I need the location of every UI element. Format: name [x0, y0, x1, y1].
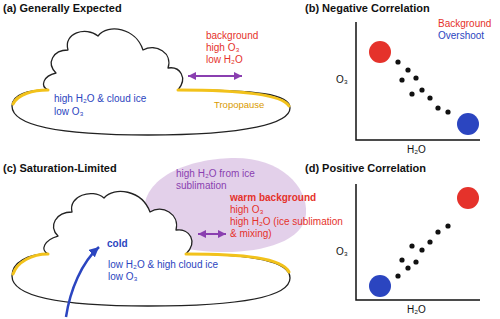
axis-label: H₂O [407, 144, 426, 156]
background-annotation: background [206, 30, 258, 42]
legend-color: Overshoot [438, 30, 484, 42]
plume-annotation: high H₂O from ice sublimation [176, 168, 276, 192]
axis-label: O₃ [336, 74, 348, 86]
data-point [435, 229, 440, 234]
data-point [395, 59, 400, 64]
cloud-annotation: low O₃ [54, 106, 84, 118]
data-point [409, 91, 414, 96]
panel-label: (a) Generally Expected [3, 2, 122, 14]
tropopause-line [186, 254, 289, 272]
background-annotation: high O₃ [206, 42, 240, 54]
overshoot-point [457, 113, 479, 135]
background-annotation: warm background [230, 192, 316, 204]
data-point [419, 87, 424, 92]
data-point [445, 109, 450, 114]
mixing-arrow [188, 75, 242, 77]
panel-label: (c) Saturation-Limited [3, 162, 117, 174]
mixing-arrow [198, 233, 226, 235]
legend-entry: Overshoot [438, 30, 484, 42]
data-point [413, 259, 418, 264]
updraft-arrow [66, 247, 99, 317]
overshoot-cloud-outline [12, 191, 290, 306]
background-annotation: low H₂O [206, 54, 243, 66]
background-annotation: high O₃ [230, 204, 264, 216]
data-point [445, 223, 450, 228]
data-point [399, 77, 404, 82]
data-point [399, 257, 404, 262]
data-point [405, 265, 410, 270]
cloud-annotation: low H₂O & high cloud ice [108, 259, 218, 271]
data-point [427, 239, 432, 244]
background-point [369, 41, 391, 63]
tropopause-line [13, 90, 48, 104]
cloud-annotation: high H₂O & cloud ice [54, 93, 146, 105]
legend-color: Background [438, 18, 491, 30]
background-annotation: high H₂O (ice sublimation & mixing) [230, 216, 350, 240]
panel-label: (d) Positive Correlation [305, 162, 426, 174]
data-point [405, 67, 410, 72]
legend-label: Background [438, 18, 491, 30]
axis-label: O₃ [336, 246, 348, 258]
overshoot-point [369, 275, 391, 297]
data-point [435, 105, 440, 110]
data-point [395, 273, 400, 278]
data-point [413, 75, 418, 80]
tropopause-line [13, 254, 48, 274]
axis-label: H₂O [407, 304, 426, 316]
cloud-annotation: cold [107, 238, 128, 250]
background-point [457, 187, 479, 209]
tropopause-label: Tropopause [214, 99, 264, 111]
legend-label: Overshoot [438, 30, 484, 42]
data-point [419, 247, 424, 252]
data-point [427, 95, 432, 100]
panel-label: (b) Negative Correlation [305, 2, 430, 14]
overshoot-cloud-outline [12, 29, 290, 135]
data-point [409, 243, 414, 248]
cloud-annotation: low O₃ [108, 271, 138, 283]
legend-entry: Background [438, 18, 491, 30]
plot-axes [356, 184, 480, 300]
